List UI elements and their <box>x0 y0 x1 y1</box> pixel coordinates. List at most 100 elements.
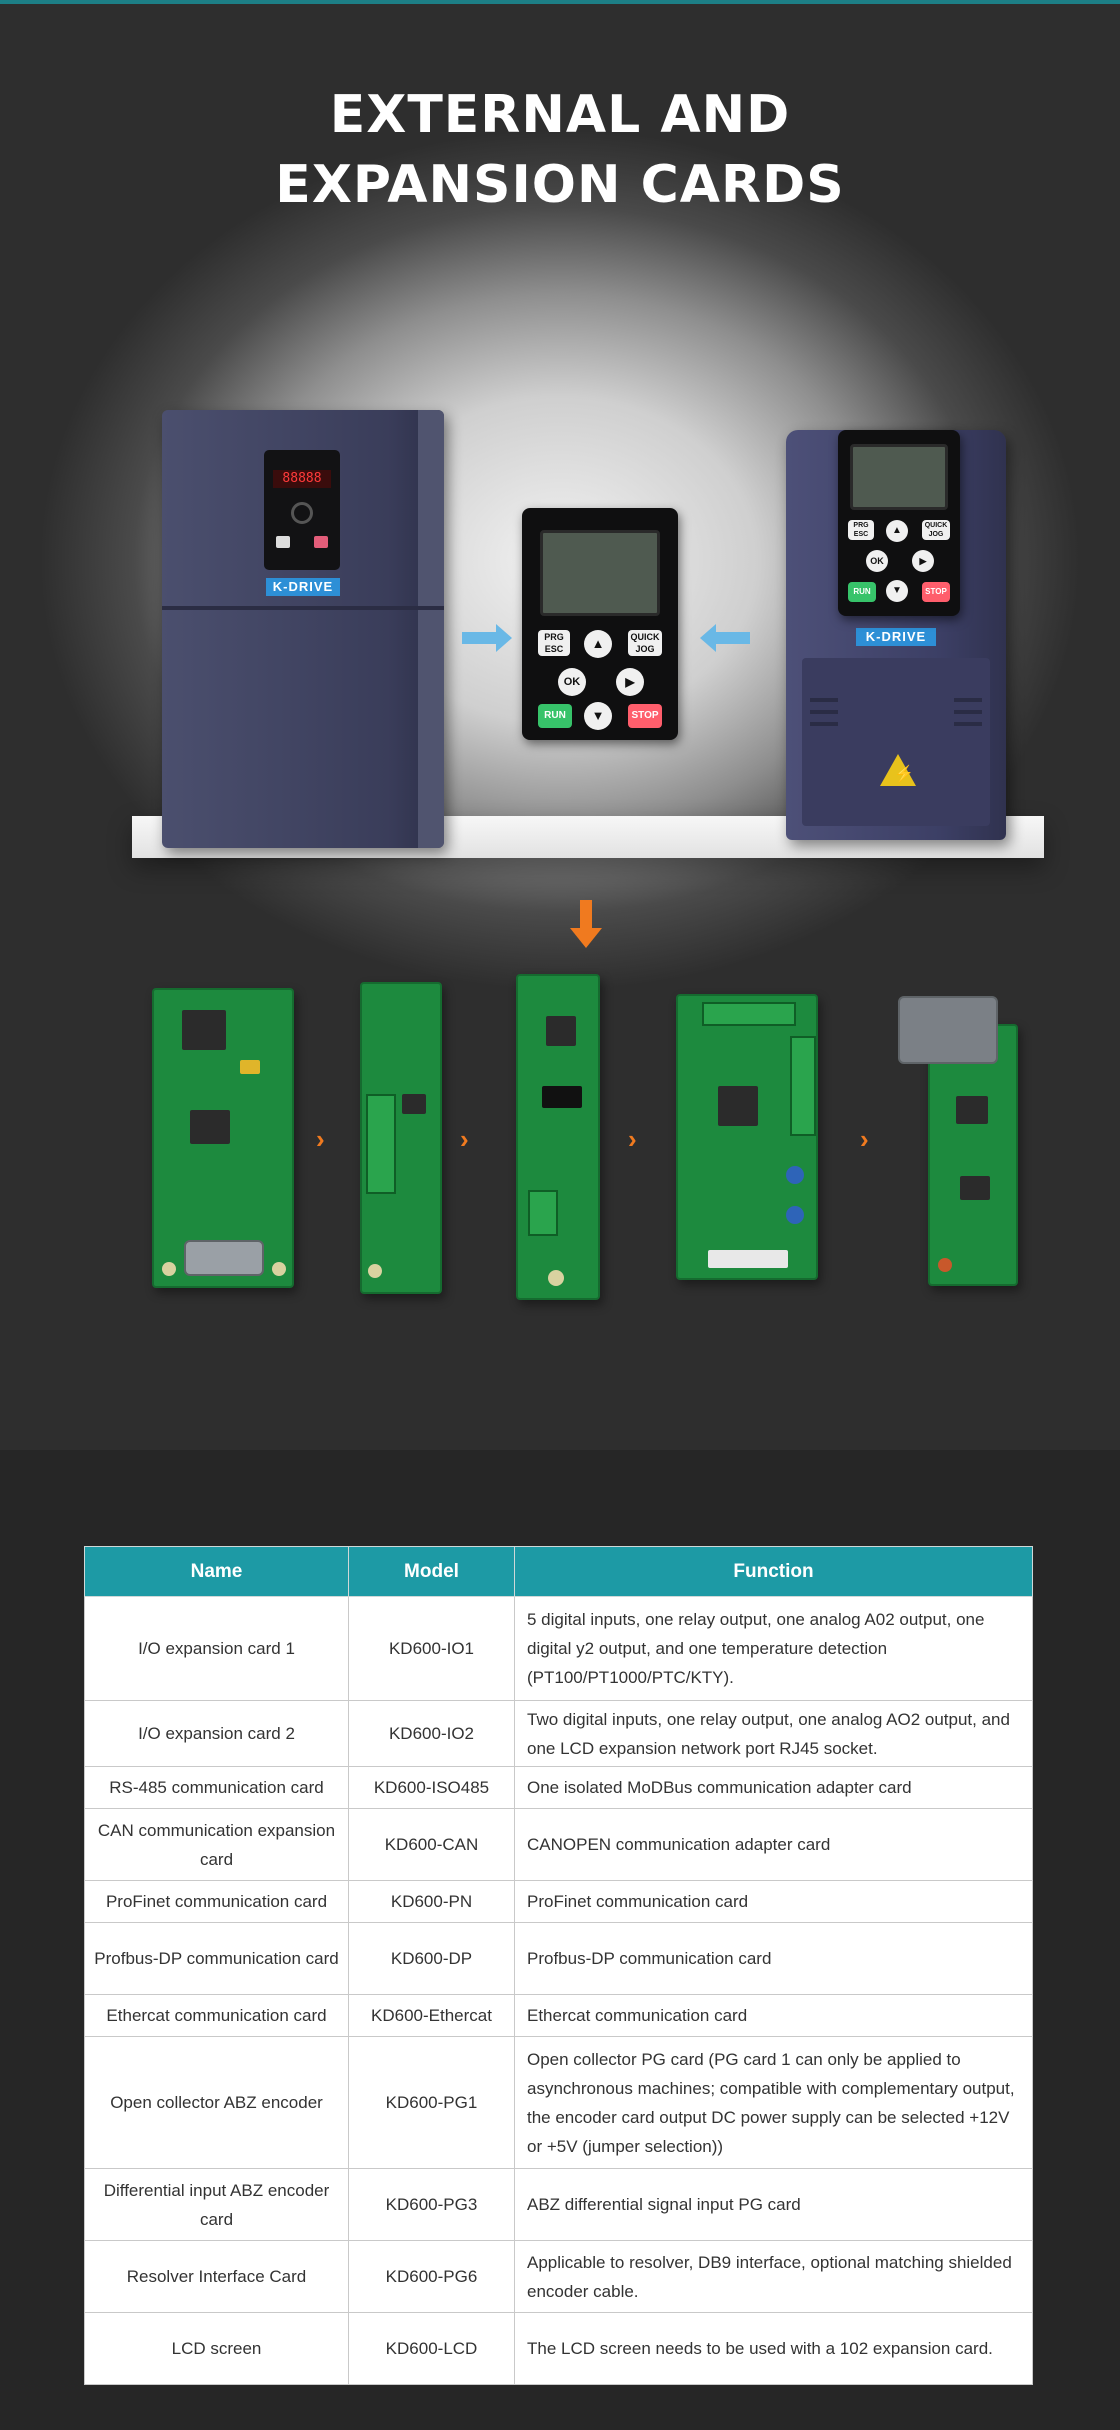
connector <box>708 1250 788 1268</box>
large-frequency-inverter: 88888 K-DRIVE <box>162 410 444 848</box>
up-key: ▲ <box>584 630 612 658</box>
title-line-1: EXTERNAL AND <box>329 85 791 145</box>
inverter-lower-cover <box>802 658 990 826</box>
prg-esc-key: PRG ESC <box>848 520 874 540</box>
keypad-key-icon <box>276 536 290 548</box>
cell-name: I/O expansion card 1 <box>84 1596 349 1701</box>
arrow-left-icon <box>700 624 750 652</box>
cell-name: I/O expansion card 2 <box>84 1700 349 1767</box>
chip <box>546 1016 576 1046</box>
chip <box>960 1176 990 1200</box>
cell-model: KD600-PN <box>348 1880 515 1923</box>
lcd-screen <box>540 530 660 616</box>
cell-function: ProFinet communication card <box>514 1880 1033 1923</box>
vent-slot <box>810 698 838 702</box>
table-row: Open collector ABZ encoder KD600-PG1 Ope… <box>84 2036 1033 2169</box>
vent-slot <box>954 710 982 714</box>
db9-connector-icon <box>898 996 998 1064</box>
ok-key: OK <box>558 668 586 696</box>
table-row: Differential input ABZ encoder card KD60… <box>84 2168 1033 2241</box>
arrow-down-icon <box>570 900 602 948</box>
cell-model: KD600-IO2 <box>348 1700 515 1767</box>
brand-label: K-DRIVE <box>856 628 936 646</box>
terminal-block <box>528 1190 558 1236</box>
table-header-row: Name Model Function <box>84 1546 1033 1597</box>
cell-name: RS-485 communication card <box>84 1766 349 1809</box>
table-row: LCD screen KD600-LCD The LCD screen need… <box>84 2312 1033 2385</box>
potentiometer-icon <box>786 1206 804 1224</box>
chevron-right-icon: › <box>460 1124 469 1154</box>
chip <box>402 1094 426 1114</box>
brand-label: K-DRIVE <box>266 578 340 596</box>
quick-jog-key: QUICK JOG <box>628 630 662 656</box>
keypad-stop-key-icon <box>314 536 328 548</box>
lcd-screen <box>850 444 948 510</box>
stop-key: STOP <box>628 704 662 728</box>
cell-model: KD600-CAN <box>348 1808 515 1881</box>
table-row: RS-485 communication card KD600-ISO485 O… <box>84 1766 1033 1809</box>
potentiometer-icon <box>786 1166 804 1184</box>
chip <box>190 1110 230 1144</box>
hero-section: EXTERNAL AND EXPANSION CARDS 88888 K-DRI… <box>0 0 1120 1450</box>
col-header-function: Function <box>514 1546 1033 1597</box>
down-key: ▼ <box>584 702 612 730</box>
chip <box>182 1010 226 1050</box>
cell-function: The LCD screen needs to be used with a 1… <box>514 2312 1033 2385</box>
table-row: CAN communication expansion card KD600-C… <box>84 1808 1033 1881</box>
cell-name: Resolver Interface Card <box>84 2240 349 2313</box>
cell-function: Open collector PG card (PG card 1 can on… <box>514 2036 1033 2169</box>
cell-function: Applicable to resolver, DB9 interface, o… <box>514 2240 1033 2313</box>
up-key: ▲ <box>886 520 908 542</box>
prg-esc-key: PRG ESC <box>538 630 570 656</box>
warning-triangle-icon: ⚡ <box>880 754 916 786</box>
title-line-2: EXPANSION CARDS <box>275 155 845 215</box>
coil-icon <box>938 1258 952 1272</box>
cell-name: ProFinet communication card <box>84 1880 349 1923</box>
chevron-right-icon: › <box>316 1124 325 1154</box>
cell-model: KD600-DP <box>348 1922 515 1995</box>
cell-function: Ethercat communication card <box>514 1994 1033 2037</box>
mount-hole <box>368 1264 382 1278</box>
cell-model: KD600-PG6 <box>348 2240 515 2313</box>
cell-model: KD600-Ethercat <box>348 1994 515 2037</box>
led-display: 88888 <box>273 470 331 488</box>
vent-slot <box>954 698 982 702</box>
cell-model: KD600-ISO485 <box>348 1766 515 1809</box>
table-row: ProFinet communication card KD600-PN Pro… <box>84 1880 1033 1923</box>
down-key: ▼ <box>886 580 908 602</box>
vent-slot <box>810 722 838 726</box>
connector <box>240 1060 260 1074</box>
lcd-keypad: PRG ESC ▲ QUICK JOG OK ▶ RUN ▼ STOP <box>522 508 678 740</box>
connector <box>542 1086 582 1108</box>
mount-hole <box>548 1270 564 1286</box>
col-header-model: Model <box>348 1546 515 1597</box>
run-key: RUN <box>538 704 572 728</box>
inverter-lcd-keypad: PRG ESC ▲ QUICK JOG OK ▶ RUN ▼ STOP <box>838 430 960 616</box>
table-row: Ethercat communication card KD600-Etherc… <box>84 1994 1033 2037</box>
terminal-block <box>702 1002 796 1026</box>
arrow-right-icon <box>462 624 512 652</box>
table-row: I/O expansion card 1 KD600-IO1 5 digital… <box>84 1596 1033 1701</box>
cell-name: Ethercat communication card <box>84 1994 349 2037</box>
led-keypad: 88888 <box>264 450 340 570</box>
expansion-card-4 <box>676 994 818 1280</box>
dial-knob-icon <box>291 502 313 524</box>
cell-function: One isolated MoDBus communication adapte… <box>514 1766 1033 1809</box>
cell-model: KD600-PG1 <box>348 2036 515 2169</box>
run-key: RUN <box>848 582 876 602</box>
chevron-right-icon: › <box>860 1124 869 1154</box>
table-row: Resolver Interface Card KD600-PG6 Applic… <box>84 2240 1033 2313</box>
right-key: ▶ <box>616 668 644 696</box>
expansion-card-table: Name Model Function I/O expansion card 1… <box>84 1546 1033 2385</box>
cell-function: 5 digital inputs, one relay output, one … <box>514 1596 1033 1701</box>
terminal-block <box>790 1036 816 1136</box>
table-row: I/O expansion card 2 KD600-IO2 Two digit… <box>84 1700 1033 1767</box>
cell-function: Profbus-DP communication card <box>514 1922 1033 1995</box>
inverter-seam <box>162 606 444 610</box>
cell-name: LCD screen <box>84 2312 349 2385</box>
expansion-card-2 <box>360 982 442 1294</box>
cell-name: CAN communication expansion card <box>84 1808 349 1881</box>
inverter-side-panel <box>418 410 444 848</box>
expansion-card-3 <box>516 974 600 1300</box>
cell-function: ABZ differential signal input PG card <box>514 2168 1033 2241</box>
